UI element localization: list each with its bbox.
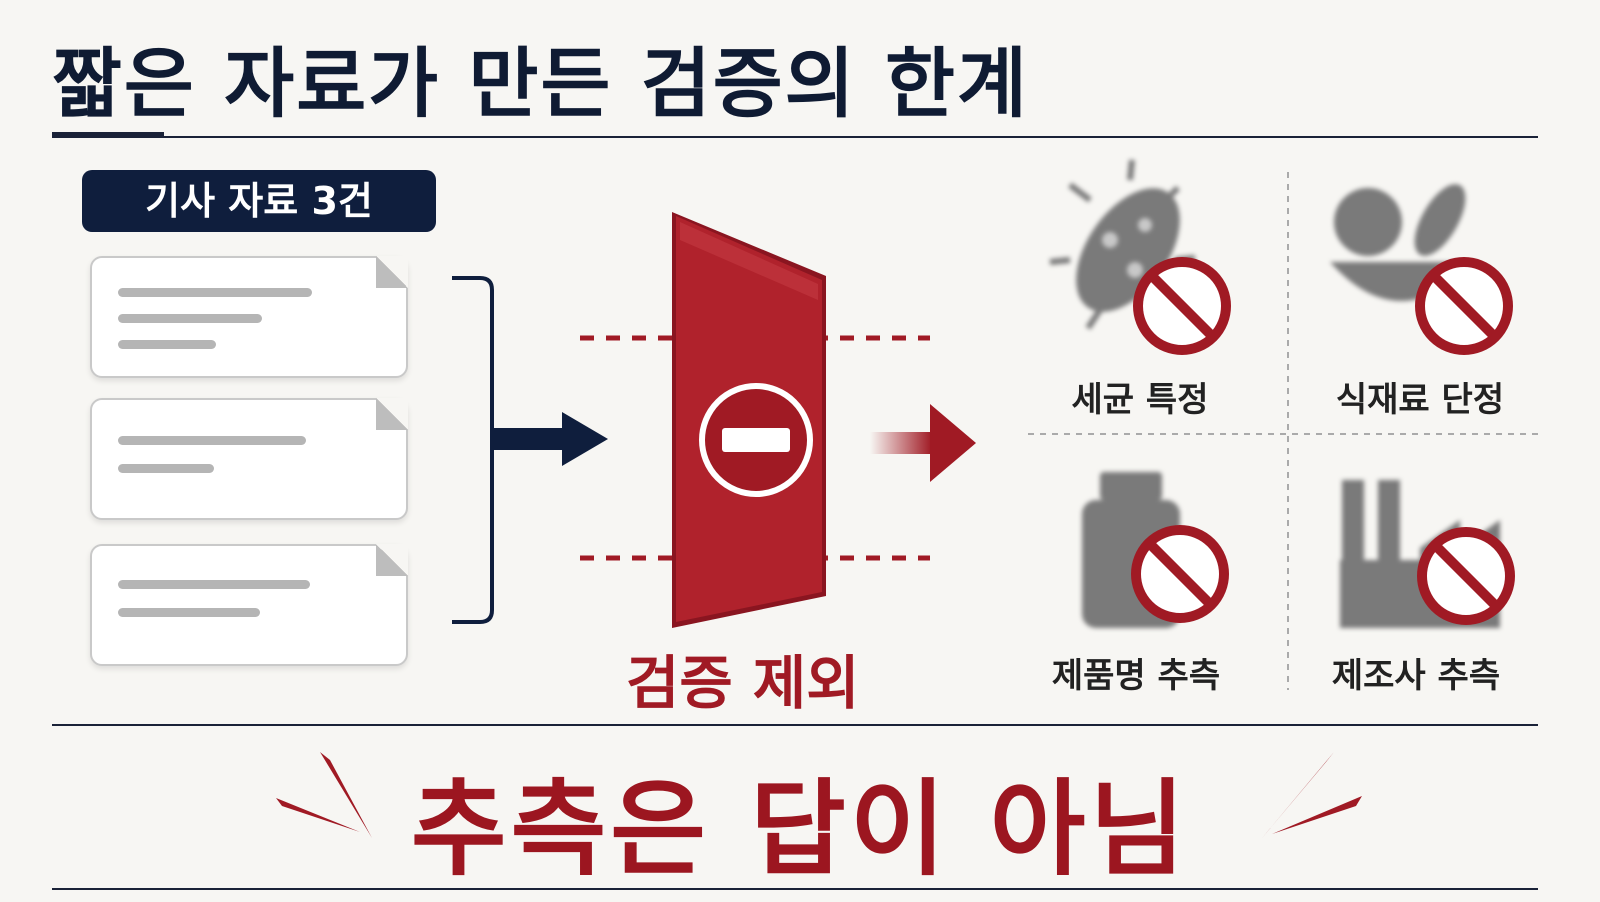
document-card-2 <box>90 398 408 520</box>
burst-right-icon <box>1262 752 1362 838</box>
category-label-product: 제품명 추측 <box>1051 656 1221 696</box>
page-fold-icon <box>376 256 408 288</box>
conclusion-bottom-rule <box>52 888 1538 890</box>
document-card-3 <box>90 544 408 666</box>
burst-left-icon <box>276 752 372 838</box>
gate-label: 검증 제외 <box>626 649 860 717</box>
arrow-right-icon <box>492 412 608 466</box>
text-line <box>118 580 310 589</box>
page-fold-icon <box>376 544 408 576</box>
dashed-boundary-lines <box>580 335 930 561</box>
bracket-icon <box>452 276 494 624</box>
source-badge: 기사 자료 3건 <box>82 170 436 232</box>
prohibited-icon <box>1131 525 1229 623</box>
no-entry-icon <box>699 383 813 497</box>
title-divider <box>52 136 1538 138</box>
title-accent-bar <box>52 132 164 138</box>
category-label-bacteria: 세균 특정 <box>1071 380 1209 420</box>
output-arrow-icon <box>870 404 976 482</box>
conclusion-top-rule <box>52 724 1538 726</box>
conclusion-text: 추측은 답이 아님 <box>410 768 1190 890</box>
text-line <box>118 608 260 617</box>
document-card-1 <box>90 256 408 378</box>
page-fold-icon <box>376 398 408 430</box>
page-title: 짧은 자료가 만든 검증의 한계 <box>52 39 1029 128</box>
prohibited-icon <box>1133 257 1231 355</box>
text-line <box>118 340 216 349</box>
text-line <box>118 436 306 445</box>
category-label-manufacturer: 제조사 추측 <box>1331 656 1501 696</box>
prohibited-icon <box>1417 527 1515 625</box>
category-label-ingredient: 식재료 단정 <box>1335 380 1505 420</box>
prohibited-icon <box>1415 257 1513 355</box>
category-grid-dividers <box>1028 172 1540 690</box>
text-line <box>118 464 214 473</box>
text-line <box>118 314 262 323</box>
text-line <box>118 288 312 297</box>
